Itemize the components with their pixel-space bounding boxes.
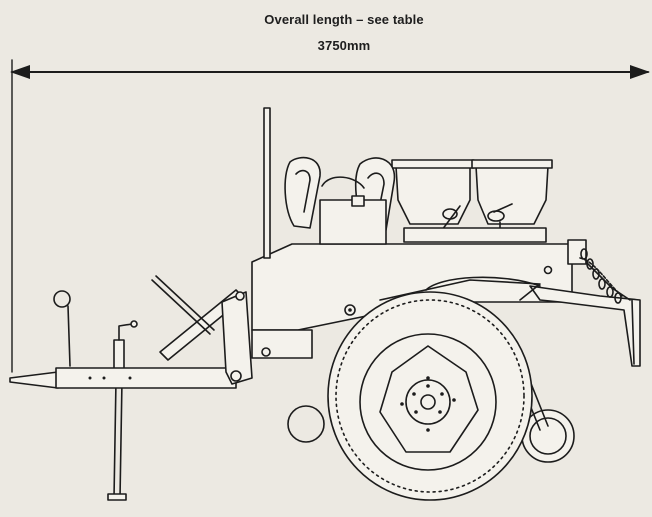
- upright-pole: [263, 107, 271, 259]
- seat-handle: [321, 176, 365, 189]
- press-wheel: [519, 375, 575, 463]
- seat-latch: [351, 195, 365, 207]
- hopper-right: [471, 159, 553, 241]
- rear-arms: [379, 276, 541, 301]
- hopper-base: [403, 227, 547, 243]
- drawbar: [9, 367, 237, 389]
- jack-stand: [107, 320, 138, 501]
- linkage: [151, 275, 253, 385]
- seat-left: [284, 156, 321, 229]
- hitch-ring: [53, 290, 71, 367]
- dimension-title: Overall length – see table: [264, 12, 424, 27]
- hopper-left: [391, 159, 475, 231]
- main-wheel: [327, 291, 533, 501]
- rear-small-wheel: [287, 405, 325, 443]
- dimension-value: 3750mm: [317, 38, 371, 53]
- dimension-arrow: [10, 59, 650, 373]
- chain: [580, 248, 622, 304]
